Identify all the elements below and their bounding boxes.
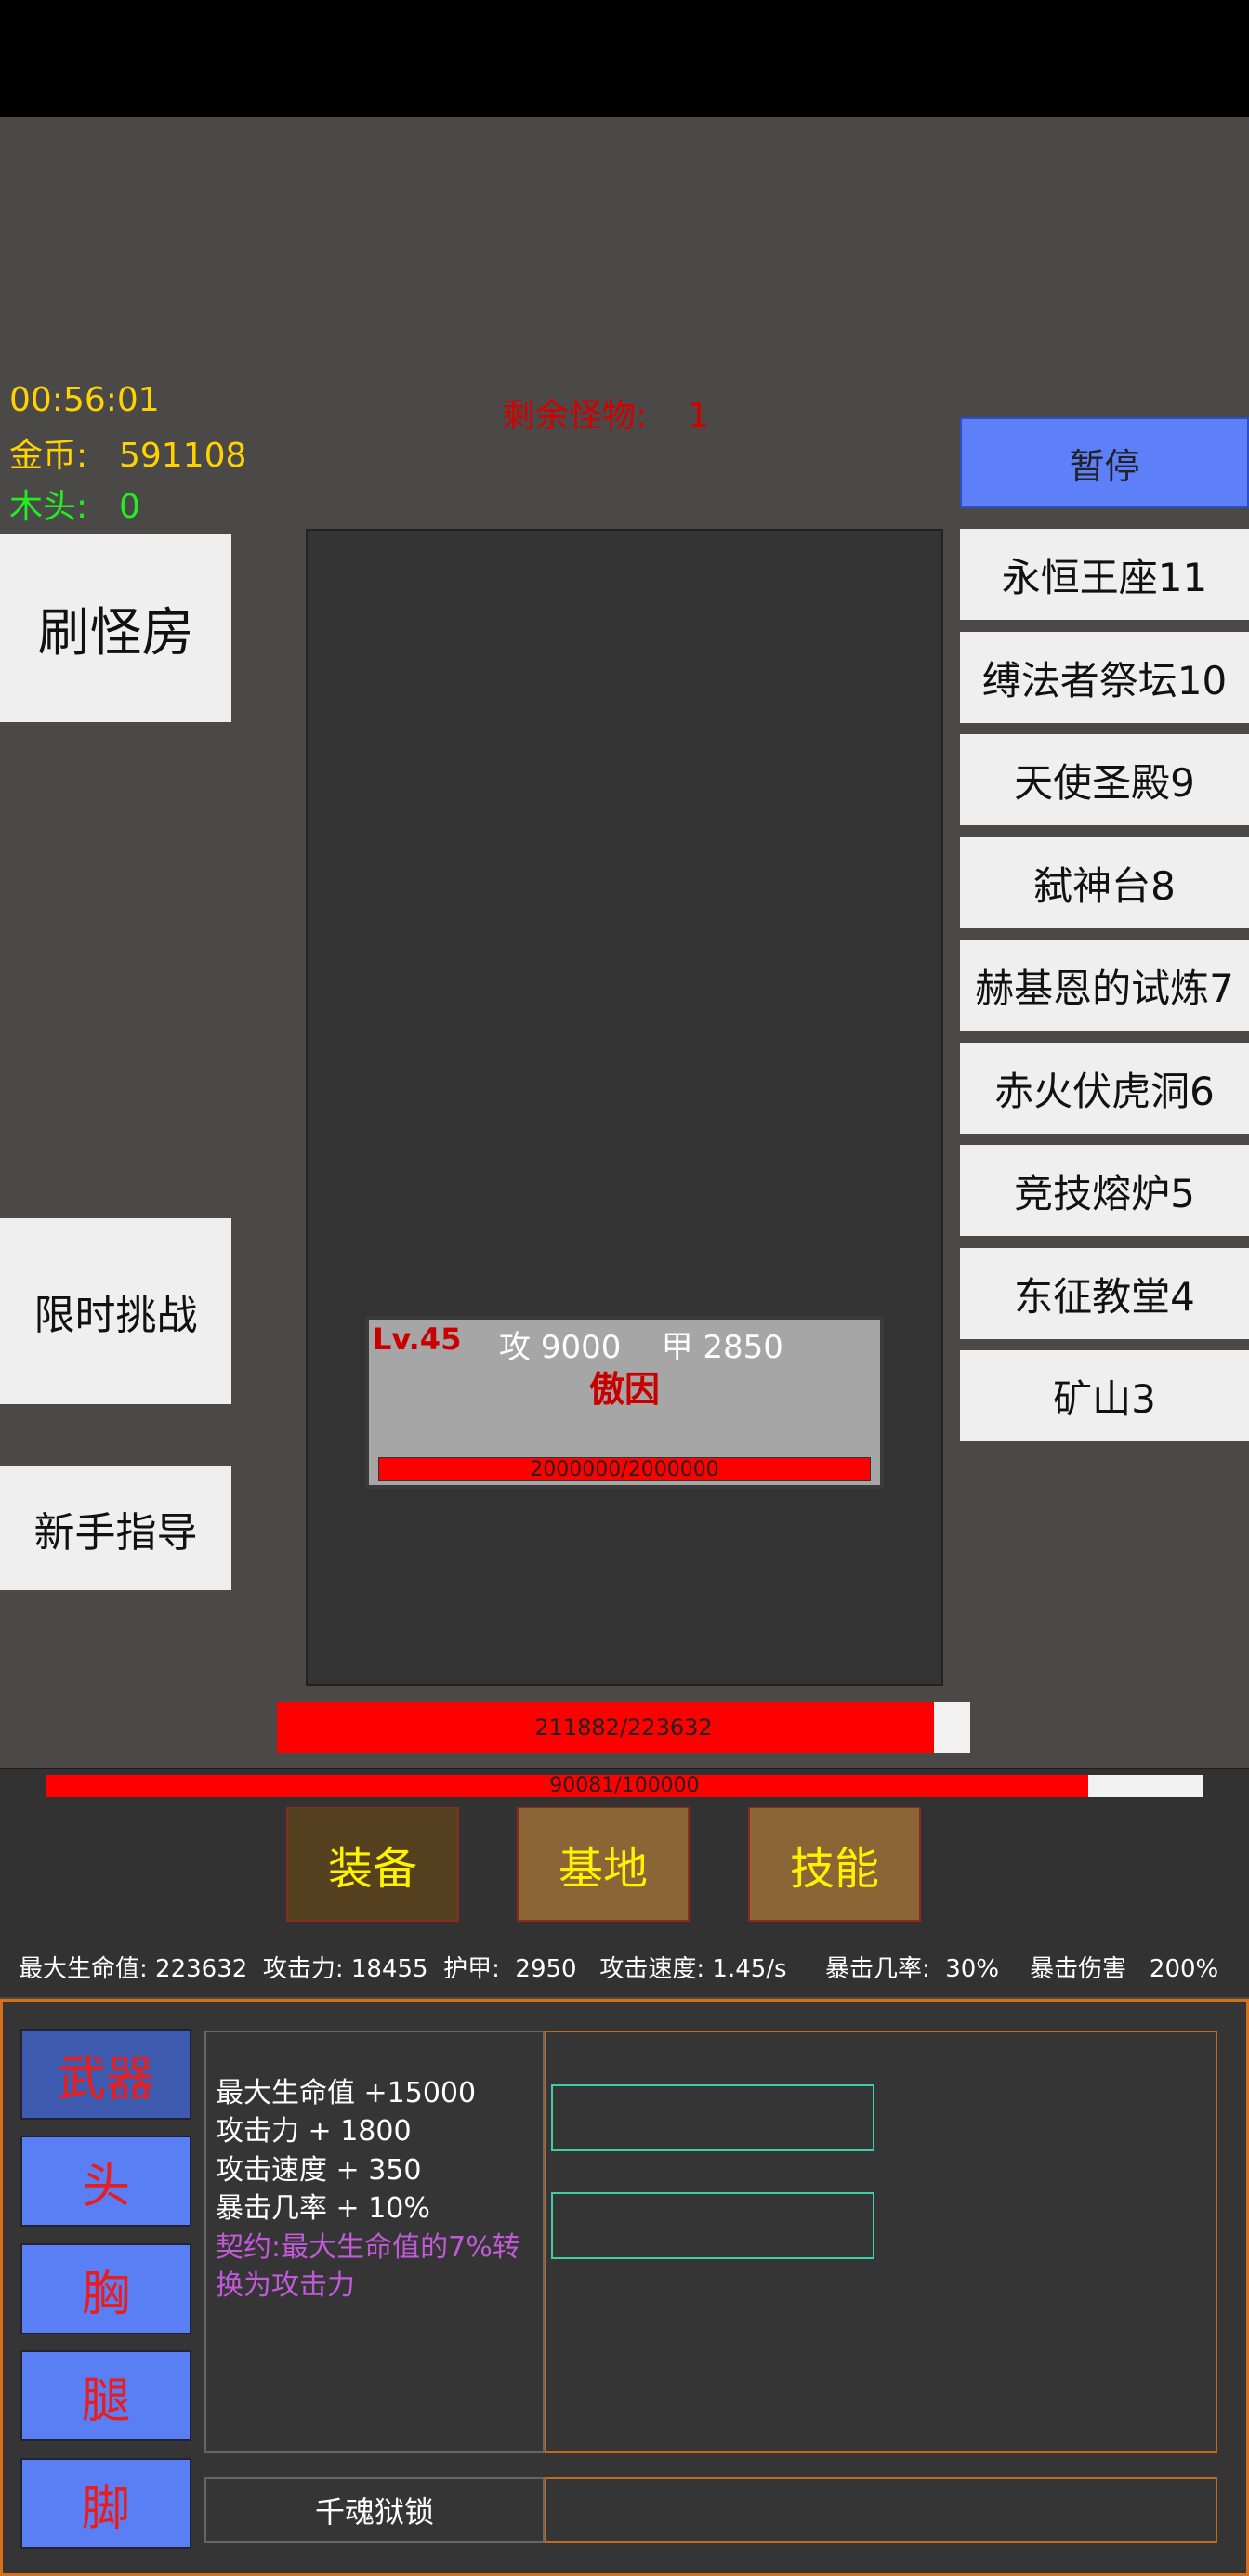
- desc-crit-rate: 暴击几率 + 10%: [216, 2192, 430, 2225]
- dungeon-button[interactable]: 竞技熔炉5: [960, 1145, 1249, 1236]
- legs-slot[interactable]: 腿: [20, 2350, 191, 2441]
- dungeon-button[interactable]: 天使圣殿9: [960, 734, 1249, 825]
- battle-arena: [306, 529, 943, 1686]
- player-exp-text: 90081/100000: [549, 1774, 700, 1797]
- tutorial-button[interactable]: 新手指导: [0, 1466, 231, 1590]
- equipment-info-box: [545, 2477, 1217, 2543]
- player-exp-fill: [46, 1775, 1088, 1797]
- equipment-panel: [0, 1999, 1249, 2576]
- desc-contract: 契约:最大生命值的7%转: [216, 2231, 520, 2264]
- base-tab[interactable]: 基地: [517, 1807, 690, 1922]
- desc-attack: 攻击力 + 1800: [216, 2115, 412, 2148]
- weapon-slot[interactable]: 武器: [20, 2029, 191, 2120]
- gold-value: 591108: [119, 437, 247, 475]
- gem-socket[interactable]: [551, 2084, 874, 2151]
- feet-slot[interactable]: 脚: [20, 2458, 191, 2549]
- equipment-name[interactable]: 千魂狱锁: [204, 2477, 545, 2543]
- monster-card[interactable]: Lv.45 攻 9000 甲 2850 傲因 2000000/2000000: [365, 1316, 884, 1489]
- speed-value: 1.45/s: [712, 1955, 787, 1983]
- gold-label: 金币:: [9, 437, 88, 475]
- attack-label: 攻击力:: [262, 1955, 344, 1983]
- dungeon-button[interactable]: 矿山3: [960, 1350, 1249, 1441]
- desc-speed: 攻击速度 + 350: [216, 2154, 422, 2187]
- armor-value: 2950: [515, 1955, 577, 1983]
- crit-rate-value: 30%: [945, 1955, 1000, 1983]
- armor-label: 护甲:: [443, 1955, 500, 1983]
- monster-hp-bar: 2000000/2000000: [378, 1457, 871, 1481]
- monster-level: Lv.45: [373, 1321, 462, 1357]
- desc-max-hp: 最大生命值 +15000: [216, 2077, 477, 2109]
- desc-contract-cont: 换为攻击力: [216, 2269, 355, 2302]
- player-stats: 最大生命值: 223632 攻击力: 18455 护甲: 2950 攻击速度: …: [19, 1950, 1218, 1984]
- timed-challenge-button[interactable]: 限时挑战: [0, 1218, 231, 1404]
- crit-damage-label: 暴击伤害: [1030, 1955, 1127, 1983]
- equipment-tab[interactable]: 装备: [286, 1807, 459, 1922]
- head-slot[interactable]: 头: [20, 2136, 191, 2227]
- gem-socket[interactable]: [551, 2192, 874, 2259]
- pause-button[interactable]: 暂停: [960, 417, 1249, 508]
- chest-slot[interactable]: 胸: [20, 2243, 191, 2334]
- timer: 00:56:01: [9, 381, 160, 419]
- player-hp-bar: 211882/223632: [277, 1702, 970, 1753]
- player-hp-fill: [277, 1702, 934, 1753]
- monster-name: 傲因: [588, 1369, 660, 1410]
- attack-value: 18455: [350, 1955, 428, 1983]
- player-hp-text: 211882/223632: [534, 1715, 713, 1741]
- monster-attack: 9000: [540, 1329, 622, 1366]
- crit-rate-label: 暴击几率:: [824, 1955, 930, 1983]
- max-hp-value: 223632: [155, 1955, 248, 1983]
- monster-attack-label: 攻: [499, 1329, 531, 1366]
- monster-armor-label: 甲: [661, 1329, 693, 1366]
- wood-label: 木头:: [9, 488, 88, 526]
- skills-tab[interactable]: 技能: [748, 1807, 921, 1922]
- equipment-description: 最大生命值 +15000 攻击力 + 1800 攻击速度 + 350 暴击几率 …: [204, 2031, 545, 2453]
- status-bar: [0, 0, 1249, 117]
- socket-panel: [545, 2031, 1217, 2453]
- remaining-monsters-label: 剩余怪物:: [502, 397, 648, 435]
- player-exp-bar: 90081/100000: [46, 1775, 1203, 1797]
- dungeon-button[interactable]: 赤火伏虎洞6: [960, 1043, 1249, 1134]
- monster-hp-text: 2000000/2000000: [530, 1458, 719, 1481]
- monster-room-button[interactable]: 刷怪房: [0, 534, 231, 722]
- monster-stats: 攻 9000 甲 2850: [499, 1321, 783, 1367]
- dungeon-button[interactable]: 弑神台8: [960, 837, 1249, 928]
- monster-armor: 2850: [703, 1329, 783, 1366]
- remaining-monsters-value: 1: [688, 397, 709, 435]
- speed-label: 攻击速度:: [599, 1955, 705, 1983]
- dungeon-button[interactable]: 缚法者祭坛10: [960, 632, 1249, 723]
- wood-value: 0: [119, 488, 140, 526]
- max-hp-label: 最大生命值:: [19, 1955, 148, 1983]
- crit-damage-value: 200%: [1149, 1955, 1219, 1983]
- dungeon-button[interactable]: 赫基恩的试炼7: [960, 940, 1249, 1031]
- dungeon-button[interactable]: 东征教堂4: [960, 1248, 1249, 1339]
- dungeon-button[interactable]: 永恒王座11: [960, 529, 1249, 620]
